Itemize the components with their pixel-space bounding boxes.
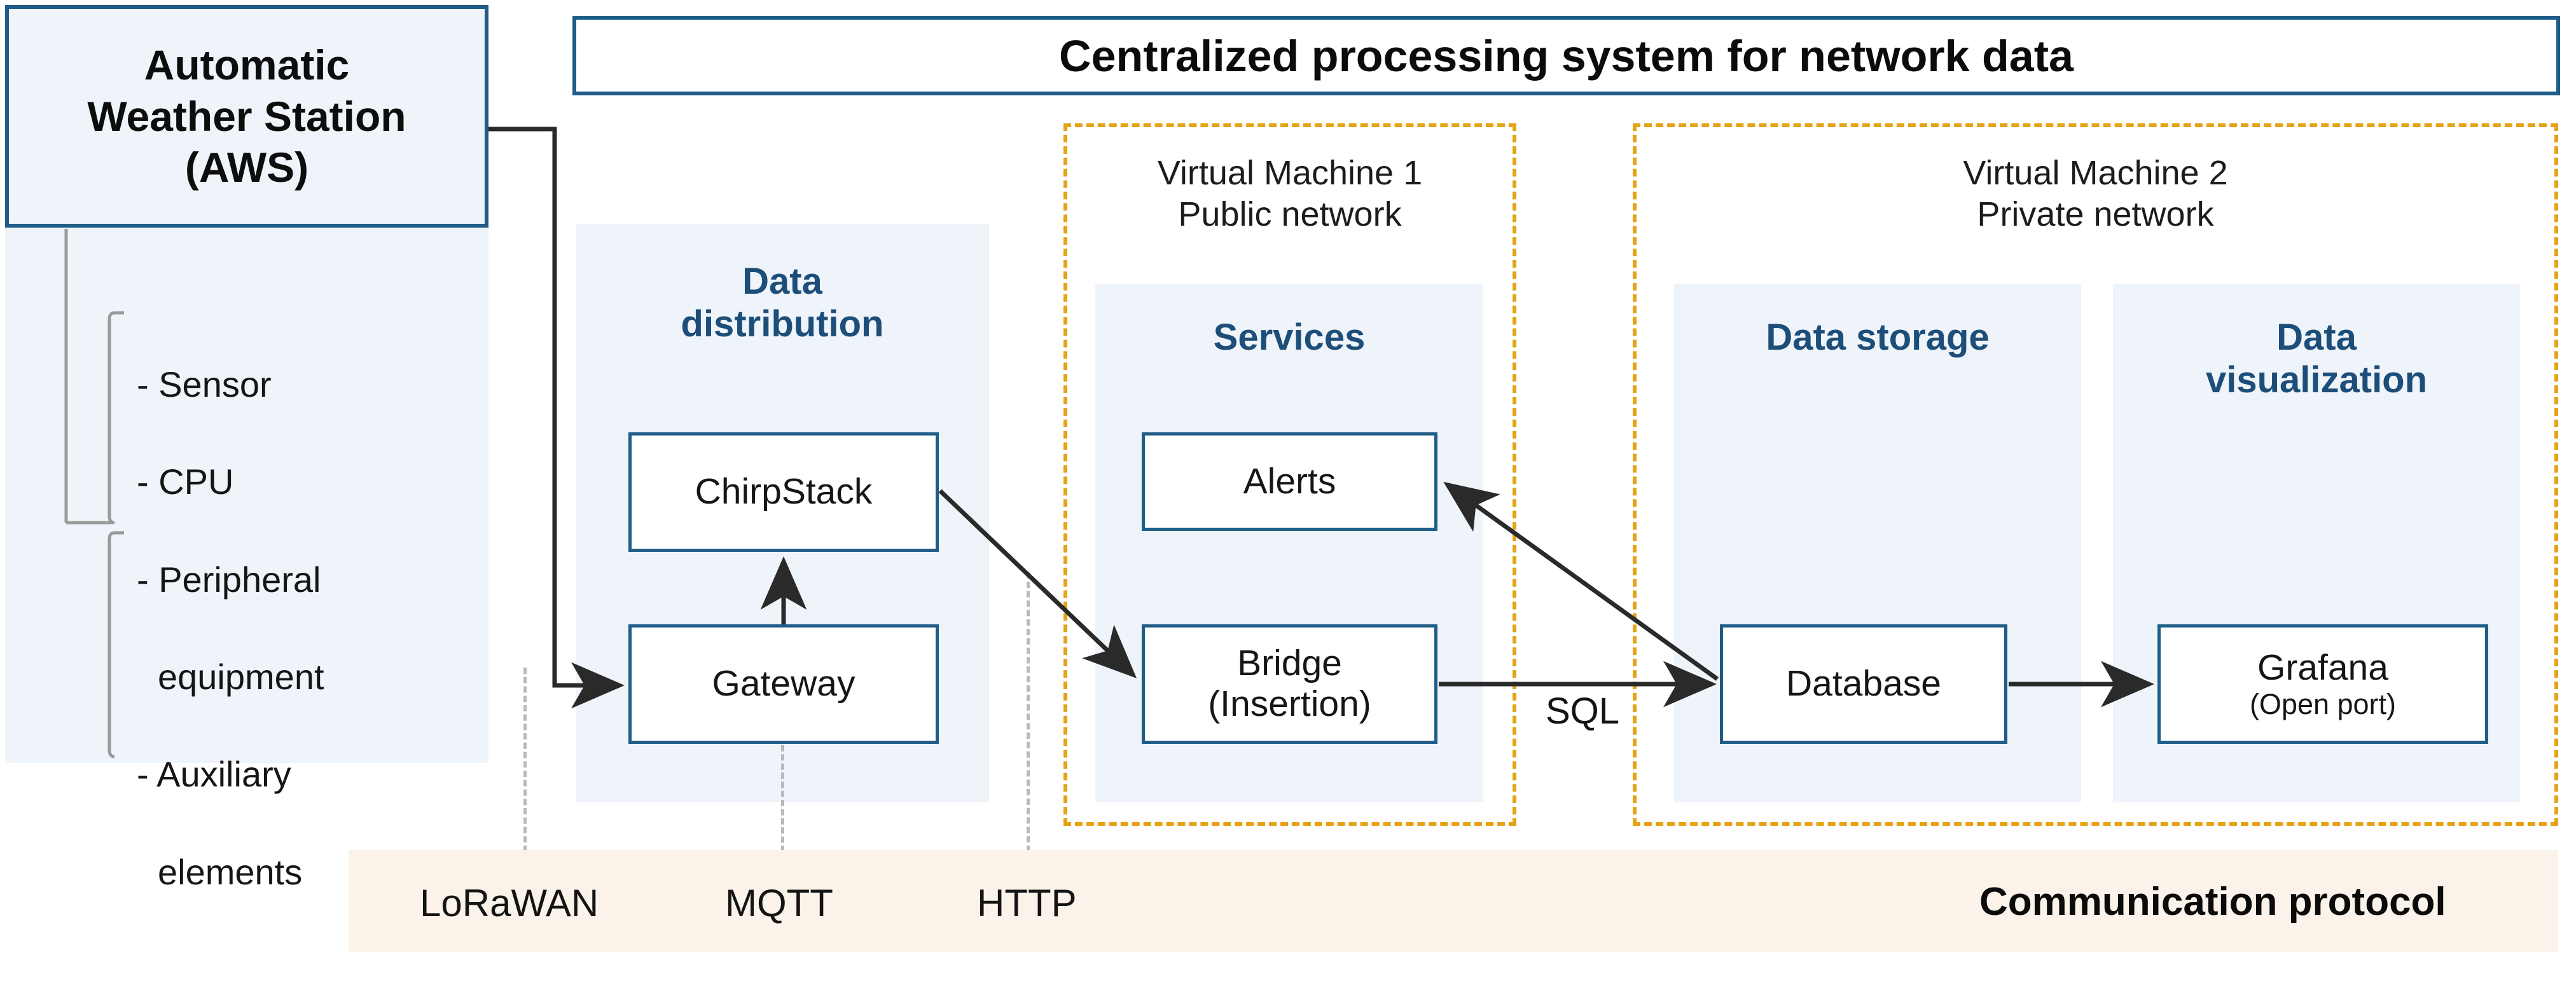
grafana-node[interactable]: Grafana (Open port): [2157, 624, 2488, 744]
grafana-label: Grafana: [2257, 647, 2388, 688]
bridge-sublabel: (Insertion): [1208, 683, 1371, 724]
chirpstack-label: ChirpStack: [695, 471, 873, 512]
page-title-text: Centralized processing system for networ…: [1059, 31, 2074, 81]
mqtt-guide-line: [781, 745, 784, 852]
lorawan-guide-line: [523, 668, 527, 852]
vm1-label-line1: Virtual Machine 1: [1157, 154, 1423, 192]
communication-protocol-band: [349, 850, 2558, 952]
aws-component-list: - Sensor - CPU - Peripheral equipment - …: [137, 312, 480, 945]
list-item: - Sensor: [137, 364, 272, 404]
alerts-label: Alerts: [1243, 460, 1336, 502]
data-visualization-title: Data visualization: [2113, 317, 2520, 401]
aws-title-line1: Automatic: [144, 41, 350, 89]
database-label: Database: [1785, 663, 1941, 704]
automatic-weather-station-box[interactable]: Automatic Weather Station (AWS): [5, 5, 488, 228]
virtual-machine-2-frame: Virtual Machine 2 Private network: [1633, 123, 2558, 826]
services-title-text: Services: [1213, 317, 1366, 358]
vm1-label-line2: Public network: [1178, 195, 1402, 233]
list-item: - Peripheral: [137, 559, 321, 600]
data-distribution-title-line1: Data: [742, 261, 822, 302]
grafana-sublabel: (Open port): [2249, 687, 2397, 720]
protocol-mqtt-label: MQTT: [725, 882, 833, 924]
protocol-http-label: HTTP: [977, 882, 1077, 924]
aws-title-line3: (AWS): [184, 144, 309, 191]
alerts-node[interactable]: Alerts: [1142, 432, 1437, 531]
aws-title-line2: Weather Station: [87, 92, 406, 140]
sql-edge-label: SQL: [1546, 690, 1620, 732]
list-item: - CPU: [137, 462, 234, 502]
virtual-machine-1-frame: Virtual Machine 1 Public network: [1063, 123, 1516, 826]
gateway-node[interactable]: Gateway: [628, 624, 939, 744]
data-storage-title-text: Data storage: [1766, 317, 1990, 358]
communication-protocol-title: Communication protocol: [1979, 880, 2446, 924]
virtual-machine-1-label: Virtual Machine 1 Public network: [1067, 153, 1513, 235]
virtual-machine-2-label: Virtual Machine 2 Private network: [1637, 153, 2554, 235]
list-item: - Auxiliary: [137, 754, 291, 795]
bridge-label: Bridge: [1237, 643, 1342, 684]
data-visualization-title-line2: visualization: [2205, 359, 2428, 401]
bridge-node[interactable]: Bridge (Insertion): [1142, 624, 1437, 744]
data-visualization-title-line1: Data: [2276, 317, 2357, 358]
list-item: elements: [158, 851, 303, 892]
data-distribution-title: Data distribution: [576, 261, 989, 345]
vm2-label-line1: Virtual Machine 2: [1963, 154, 2228, 192]
http-guide-line: [1027, 572, 1030, 852]
vm2-label-line2: Private network: [1977, 195, 2214, 233]
database-node[interactable]: Database: [1720, 624, 2007, 744]
data-storage-title: Data storage: [1674, 317, 2081, 359]
chirpstack-node[interactable]: ChirpStack: [628, 432, 939, 552]
page-title: Centralized processing system for networ…: [572, 16, 2560, 95]
gateway-label: Gateway: [712, 663, 855, 704]
services-title: Services: [1095, 317, 1483, 359]
list-item: equipment: [158, 657, 324, 697]
data-distribution-title-line2: distribution: [681, 303, 884, 345]
protocol-lorawan-label: LoRaWAN: [420, 882, 599, 924]
